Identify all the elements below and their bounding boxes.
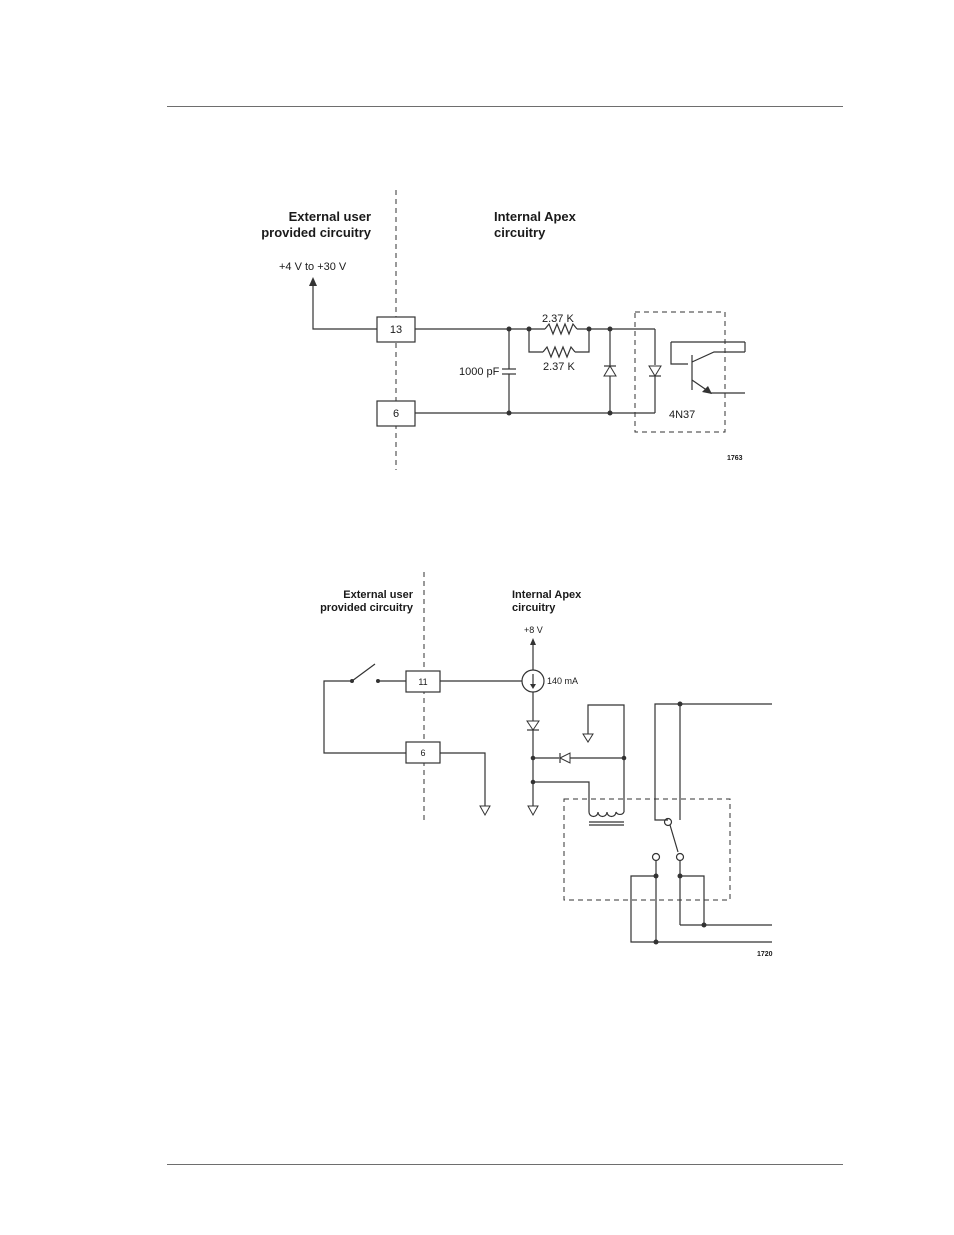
terminal-11 [406,671,440,692]
supply-wire [313,285,377,329]
relay-common-contact [665,819,672,826]
external-label-line1: External user [289,209,371,224]
switch-lever [352,664,375,681]
relay-armature [670,825,678,852]
optocoupler-label: 4N37 [669,409,695,421]
external-label-line2: provided circuitry [320,602,414,614]
protection-diode [604,366,616,376]
supply-label: +8 V [524,625,543,635]
switch-contact [376,679,380,683]
terminal-11-label: 11 [418,677,427,687]
coil-lead-left [533,782,589,812]
terminal-6-label: 6 [420,748,425,758]
resistor-1-label: 2.37 K [542,313,574,325]
terminal-6 [406,742,440,763]
internal-label-line1: Internal Apex [494,209,577,224]
coil-ground-return [588,705,624,758]
junction-dot [531,780,536,785]
junction-dot [531,756,536,761]
terminal-13-label: 13 [390,324,402,336]
figure-id-1720: 1720 [757,951,773,958]
relay-contact-nc [677,854,684,861]
series-diode [527,721,539,730]
opto-led [649,366,661,376]
external-loop [324,681,406,753]
ground-symbol [528,806,538,815]
junction-dot [608,327,613,332]
junction-dot [507,327,512,332]
no-output-wire [631,876,772,942]
opto-bracket [671,342,688,364]
junction-dot [702,923,707,928]
junction-dot [654,874,659,879]
terminal-6-label: 6 [393,408,399,420]
resistor-2-label: 2.37 K [543,361,575,373]
nc-output-wire [680,876,704,925]
bottom-rule [167,1164,843,1165]
supply-arrow [530,638,536,645]
junction-dot [527,327,532,332]
common-wire [655,704,772,820]
junction-dot [622,756,627,761]
junction-dot [587,327,592,332]
flyback-diode [560,753,570,763]
relay-contact-no [653,854,660,861]
current-source [522,670,544,692]
internal-label-line2: circuitry [494,225,546,240]
switch-contact [350,679,354,683]
relay-coil [589,812,624,817]
junction-dot [507,411,512,416]
transistor-collector [692,352,745,362]
current-arrow-head [530,684,536,689]
relay-box [564,799,730,900]
figure-id-1763: 1763 [727,455,743,462]
external-label-line1: External user [343,589,413,601]
diagram-optocoupler-input: External user provided circuitry Interna… [0,0,954,520]
junction-dot [678,702,683,707]
junction-dot [608,411,613,416]
pin6-ground-wire [440,753,485,806]
current-label: 140 mA [547,676,578,686]
resistor-1 [545,324,577,334]
ground-symbol [480,806,490,815]
parallel-branch-right [575,329,589,352]
internal-label-line2: circuitry [512,602,556,614]
junction-dot [678,874,683,879]
parallel-branch [529,329,543,352]
junction-dot [654,940,659,945]
capacitor-label: 1000 pF [459,366,500,378]
resistor-2 [543,347,575,357]
external-label-line2: provided circuitry [261,225,372,240]
supply-arrow [309,277,317,286]
internal-label-line1: Internal Apex [512,589,582,601]
voltage-label: +4 V to +30 V [279,261,347,273]
ground-symbol [583,734,593,742]
